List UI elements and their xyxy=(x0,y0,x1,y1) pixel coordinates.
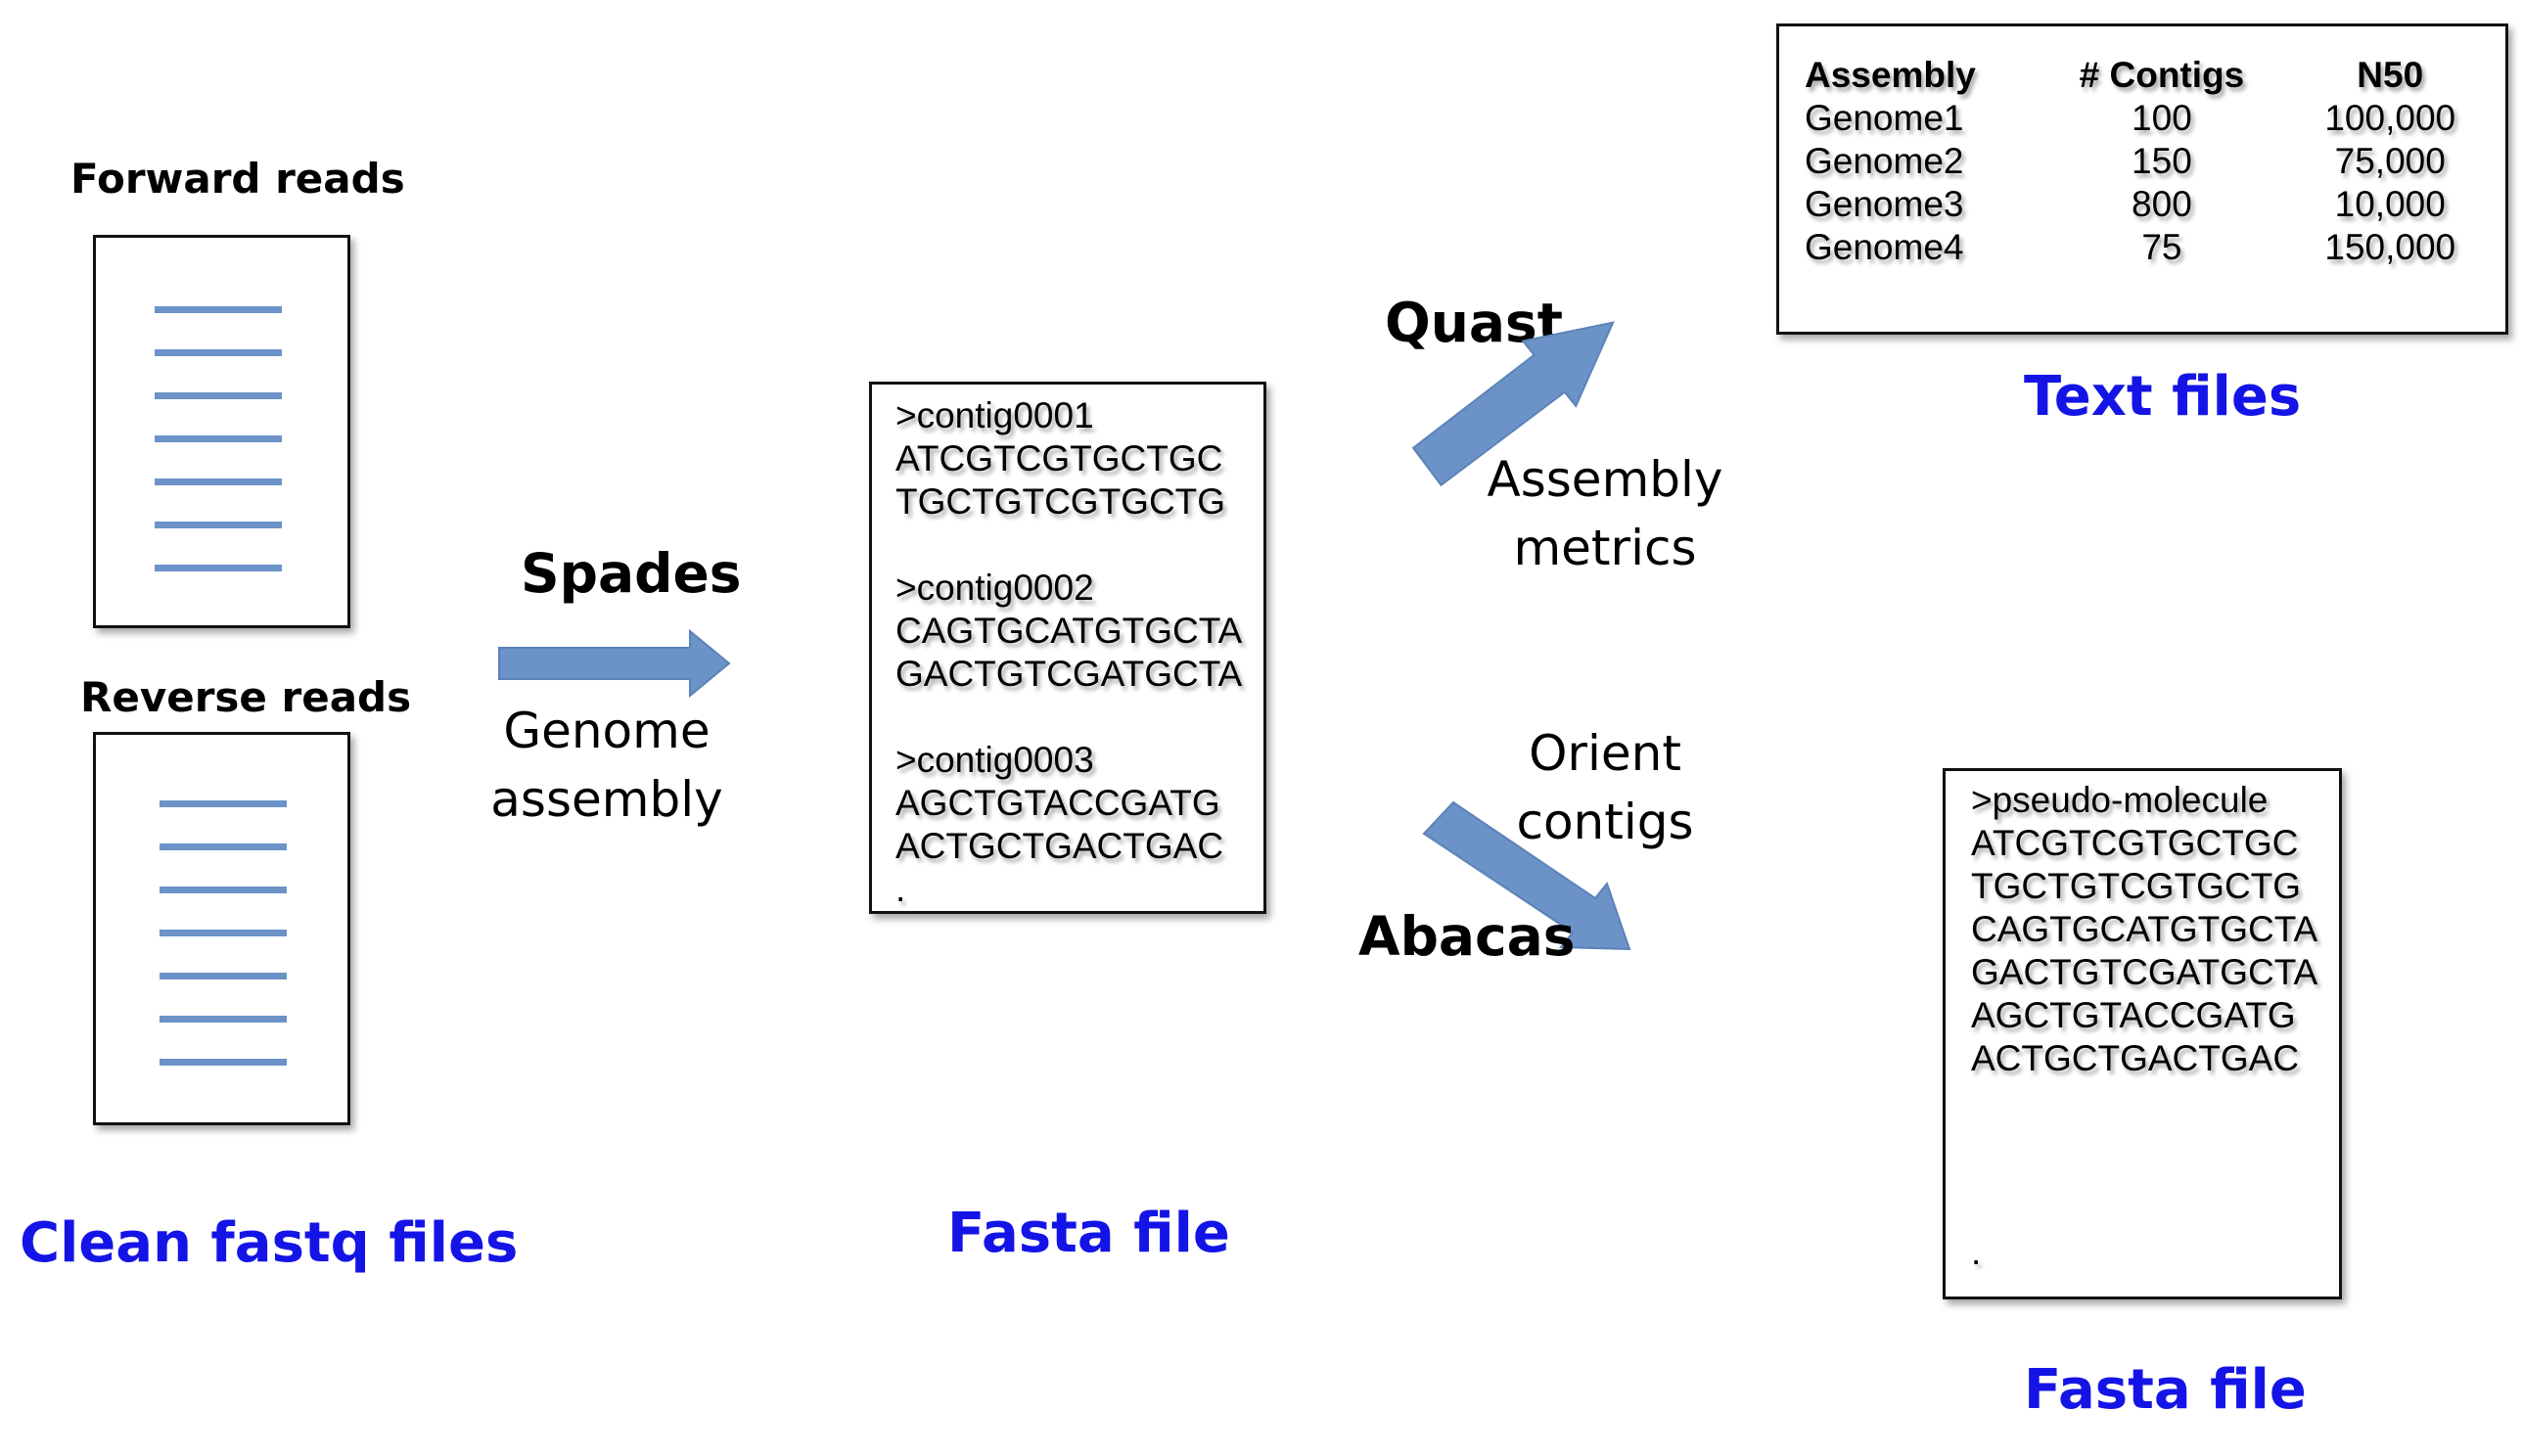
quast-arrow-icon xyxy=(1411,321,1615,487)
spades-desc-line2: assembly xyxy=(490,771,723,828)
table-row: Genome3 800 10,000 xyxy=(1805,183,2505,226)
contig-line: >contig0003 xyxy=(895,740,1094,780)
read-line xyxy=(160,887,287,893)
cell-assembly: Genome1 xyxy=(1805,98,1964,138)
quast-desc-line2: metrics xyxy=(1513,520,1697,576)
read-line xyxy=(155,392,282,399)
metrics-table: Assembly # Contigs N50 Genome1 100 100,0… xyxy=(1805,54,2505,269)
abacas-arrow-icon xyxy=(1422,800,1631,951)
forward-reads-label: Forward reads xyxy=(70,155,405,203)
read-line xyxy=(155,565,282,571)
cell-contigs: 75 xyxy=(2141,227,2182,267)
read-line xyxy=(160,1059,287,1066)
contig-line: TGCTGTCGTGCTG xyxy=(895,481,1226,522)
contig-line: . xyxy=(895,869,906,909)
pseudo-line: >pseudo-molecule xyxy=(1971,780,2269,820)
header-assembly: Assembly xyxy=(1805,55,1976,95)
pseudo-line: GACTGTCGATGCTA xyxy=(1971,952,2318,992)
quast-description: Assembly metrics xyxy=(1468,445,1742,582)
cell-n50: 100,000 xyxy=(2324,98,2456,138)
read-line xyxy=(155,478,282,485)
pseudo-line: CAGTGCATGTGCTA xyxy=(1971,909,2318,949)
header-contigs: # Contigs xyxy=(2079,55,2245,95)
contig-line: ACTGCTGACTGAC xyxy=(895,826,1224,866)
spades-desc-line1: Genome xyxy=(503,703,711,759)
cell-n50: 150,000 xyxy=(2324,227,2456,267)
spades-arrow-icon xyxy=(498,628,731,699)
clean-fastq-caption: Clean fastq files xyxy=(20,1211,519,1275)
contig-line: GACTGTCGATGCTA xyxy=(895,654,1243,694)
spades-label: Spades xyxy=(521,542,742,605)
read-line xyxy=(155,349,282,356)
contig-line xyxy=(895,523,1242,567)
table-row: Genome2 150 75,000 xyxy=(1805,140,2505,183)
contig-line: AGCTGTACCGATG xyxy=(895,783,1220,823)
pseudo-line: TGCTGTCGTGCTG xyxy=(1971,866,2302,906)
fasta-file-caption-1: Fasta file xyxy=(947,1202,1230,1265)
read-line xyxy=(155,306,282,313)
spades-description: Genome assembly xyxy=(470,697,744,834)
read-line xyxy=(160,930,287,936)
forward-reads-file xyxy=(93,235,350,628)
cell-contigs: 800 xyxy=(2132,184,2192,224)
metrics-text-file: Assembly # Contigs N50 Genome1 100 100,0… xyxy=(1776,23,2508,335)
abacas-description: Orient contigs xyxy=(1468,719,1742,856)
table-row: Genome1 100 100,000 xyxy=(1805,97,2505,140)
abacas-desc-line2: contigs xyxy=(1516,794,1694,850)
cell-assembly: Genome2 xyxy=(1805,141,1964,181)
reverse-reads-file xyxy=(93,732,350,1125)
read-line xyxy=(155,435,282,442)
contig-line: >contig0001 xyxy=(895,395,1094,435)
metrics-header-row: Assembly # Contigs N50 xyxy=(1805,54,2505,97)
pseudo-line: ACTGCTGACTGAC xyxy=(1971,1038,2300,1078)
quast-desc-line1: Assembly xyxy=(1487,451,1723,508)
abacas-label: Abacas xyxy=(1358,905,1576,968)
cell-contigs: 150 xyxy=(2132,141,2192,181)
cell-assembly: Genome3 xyxy=(1805,184,1964,224)
cell-n50: 75,000 xyxy=(2334,141,2446,181)
cell-n50: 10,000 xyxy=(2334,184,2446,224)
pseudo-end-mark: . xyxy=(1971,1232,1982,1272)
cell-assembly: Genome4 xyxy=(1805,227,1964,267)
contig-line xyxy=(895,696,1242,739)
abacas-desc-line1: Orient xyxy=(1529,725,1681,782)
read-line xyxy=(160,843,287,850)
read-line xyxy=(155,522,282,528)
contig-line: >contig0002 xyxy=(895,568,1094,608)
pseudo-line: AGCTGTACCGATG xyxy=(1971,995,2296,1035)
contig-line: CAGTGCATGTGCTA xyxy=(895,611,1243,651)
table-row: Genome4 75 150,000 xyxy=(1805,226,2505,269)
reverse-reads-label: Reverse reads xyxy=(80,673,412,721)
header-n50: N50 xyxy=(2357,55,2424,95)
pseudo-line: ATCGTCGTGCTGC xyxy=(1971,823,2299,863)
read-line xyxy=(160,973,287,979)
contig-line: ATCGTCGTGCTGC xyxy=(895,438,1223,478)
fasta-file-caption-2: Fasta file xyxy=(2024,1358,2307,1422)
cell-contigs: 100 xyxy=(2132,98,2192,138)
read-line xyxy=(160,800,287,807)
read-line xyxy=(160,1016,287,1023)
text-files-caption: Text files xyxy=(2024,365,2302,429)
